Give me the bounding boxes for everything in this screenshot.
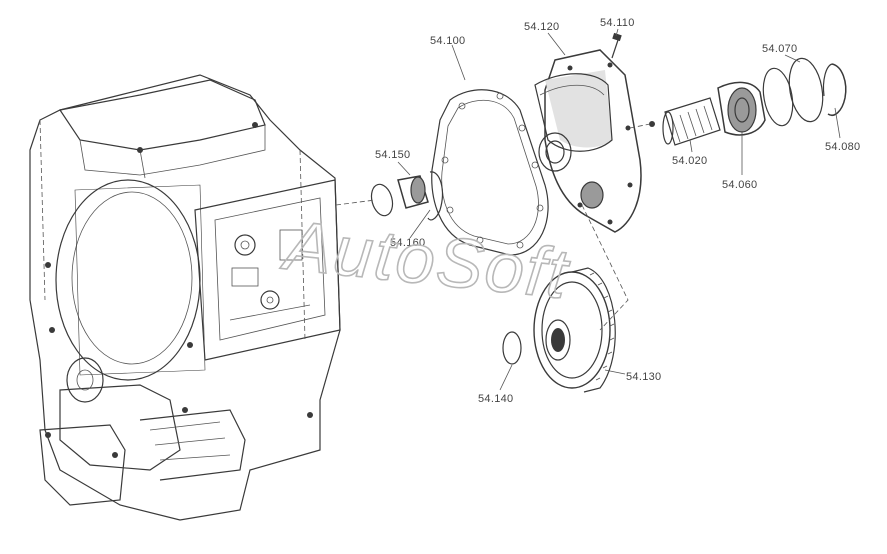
label-54-020: 54.020	[672, 155, 707, 167]
label-54-080: 54.080	[825, 141, 860, 153]
label-54-120: 54.120	[524, 21, 559, 33]
label-54-140: 54.140	[478, 393, 513, 405]
label-54-110: 54.110	[600, 17, 635, 29]
label-54-130: 54.130	[626, 371, 661, 383]
label-54-070: 54.070	[762, 43, 797, 55]
transmission-housing	[29, 74, 341, 521]
snap-ring-54-140	[502, 331, 522, 365]
watermark-text: AutoSoft	[278, 206, 574, 314]
label-54-160: 54.160	[390, 237, 425, 249]
gasket-54-100	[431, 89, 549, 256]
label-54-150: 54.150	[375, 149, 410, 161]
bolt-54-110	[611, 32, 622, 59]
label-54-060: 54.060	[722, 179, 757, 191]
ring-54-070	[762, 57, 824, 127]
shaft-54-020	[649, 97, 721, 146]
bushing-54-150	[370, 175, 429, 217]
leader-lines	[397, 28, 841, 391]
snap-ring-54-160	[427, 171, 443, 221]
gear-54-130	[533, 267, 616, 393]
cover-54-120	[534, 49, 642, 233]
bearing-54-060	[717, 81, 766, 136]
snap-ring-54-080	[822, 63, 847, 116]
assembly-lines	[335, 123, 651, 331]
label-54-100: 54.100	[430, 35, 465, 47]
